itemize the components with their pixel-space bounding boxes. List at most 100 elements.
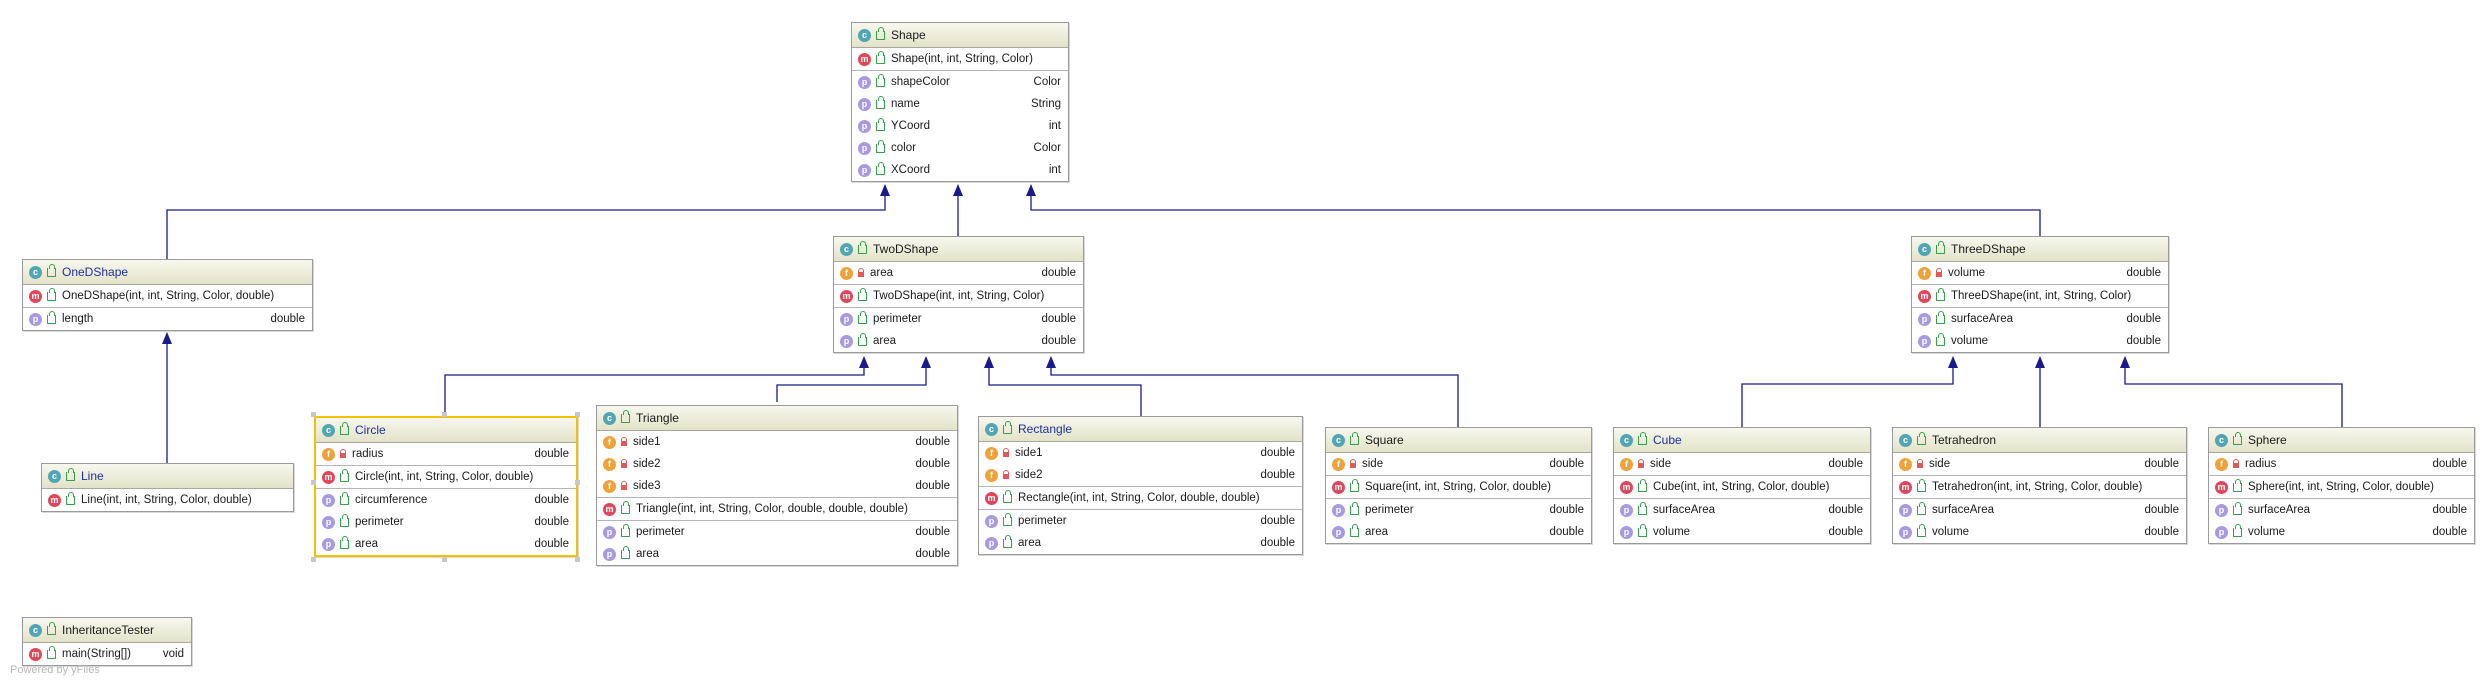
class-name[interactable]: Square (1365, 433, 1404, 447)
selection-handle-w[interactable] (311, 480, 316, 485)
selection-handle-n[interactable] (442, 412, 447, 417)
selection-handle-nw[interactable] (311, 412, 316, 417)
class-name[interactable]: Circle (355, 423, 386, 437)
member-type: double (1828, 458, 1863, 470)
selection-handle-e[interactable] (575, 480, 580, 485)
class-name[interactable]: Shape (891, 28, 926, 42)
class-name[interactable]: Line (81, 469, 104, 483)
class-name[interactable]: Rectangle (1018, 422, 1073, 436)
class-name[interactable]: Sphere (2248, 433, 2287, 447)
class-name[interactable]: TwoDShape (873, 242, 939, 256)
class-name[interactable]: Tetrahedron (1932, 433, 1997, 447)
class-name[interactable]: OneDShape (62, 265, 129, 279)
selection-handle-s[interactable] (442, 557, 447, 562)
class-name[interactable]: InheritanceTester (62, 623, 155, 637)
selection-handle-ne[interactable] (575, 412, 580, 417)
class-name[interactable]: ThreeDShape (1951, 242, 2026, 256)
selection-handle-sw[interactable] (311, 557, 316, 562)
selection-handle-se[interactable] (575, 557, 580, 562)
arrowhead-twodshape-3 (984, 356, 994, 368)
class-name[interactable]: Cube (1653, 433, 1682, 447)
class-name[interactable]: Triangle (636, 411, 679, 425)
